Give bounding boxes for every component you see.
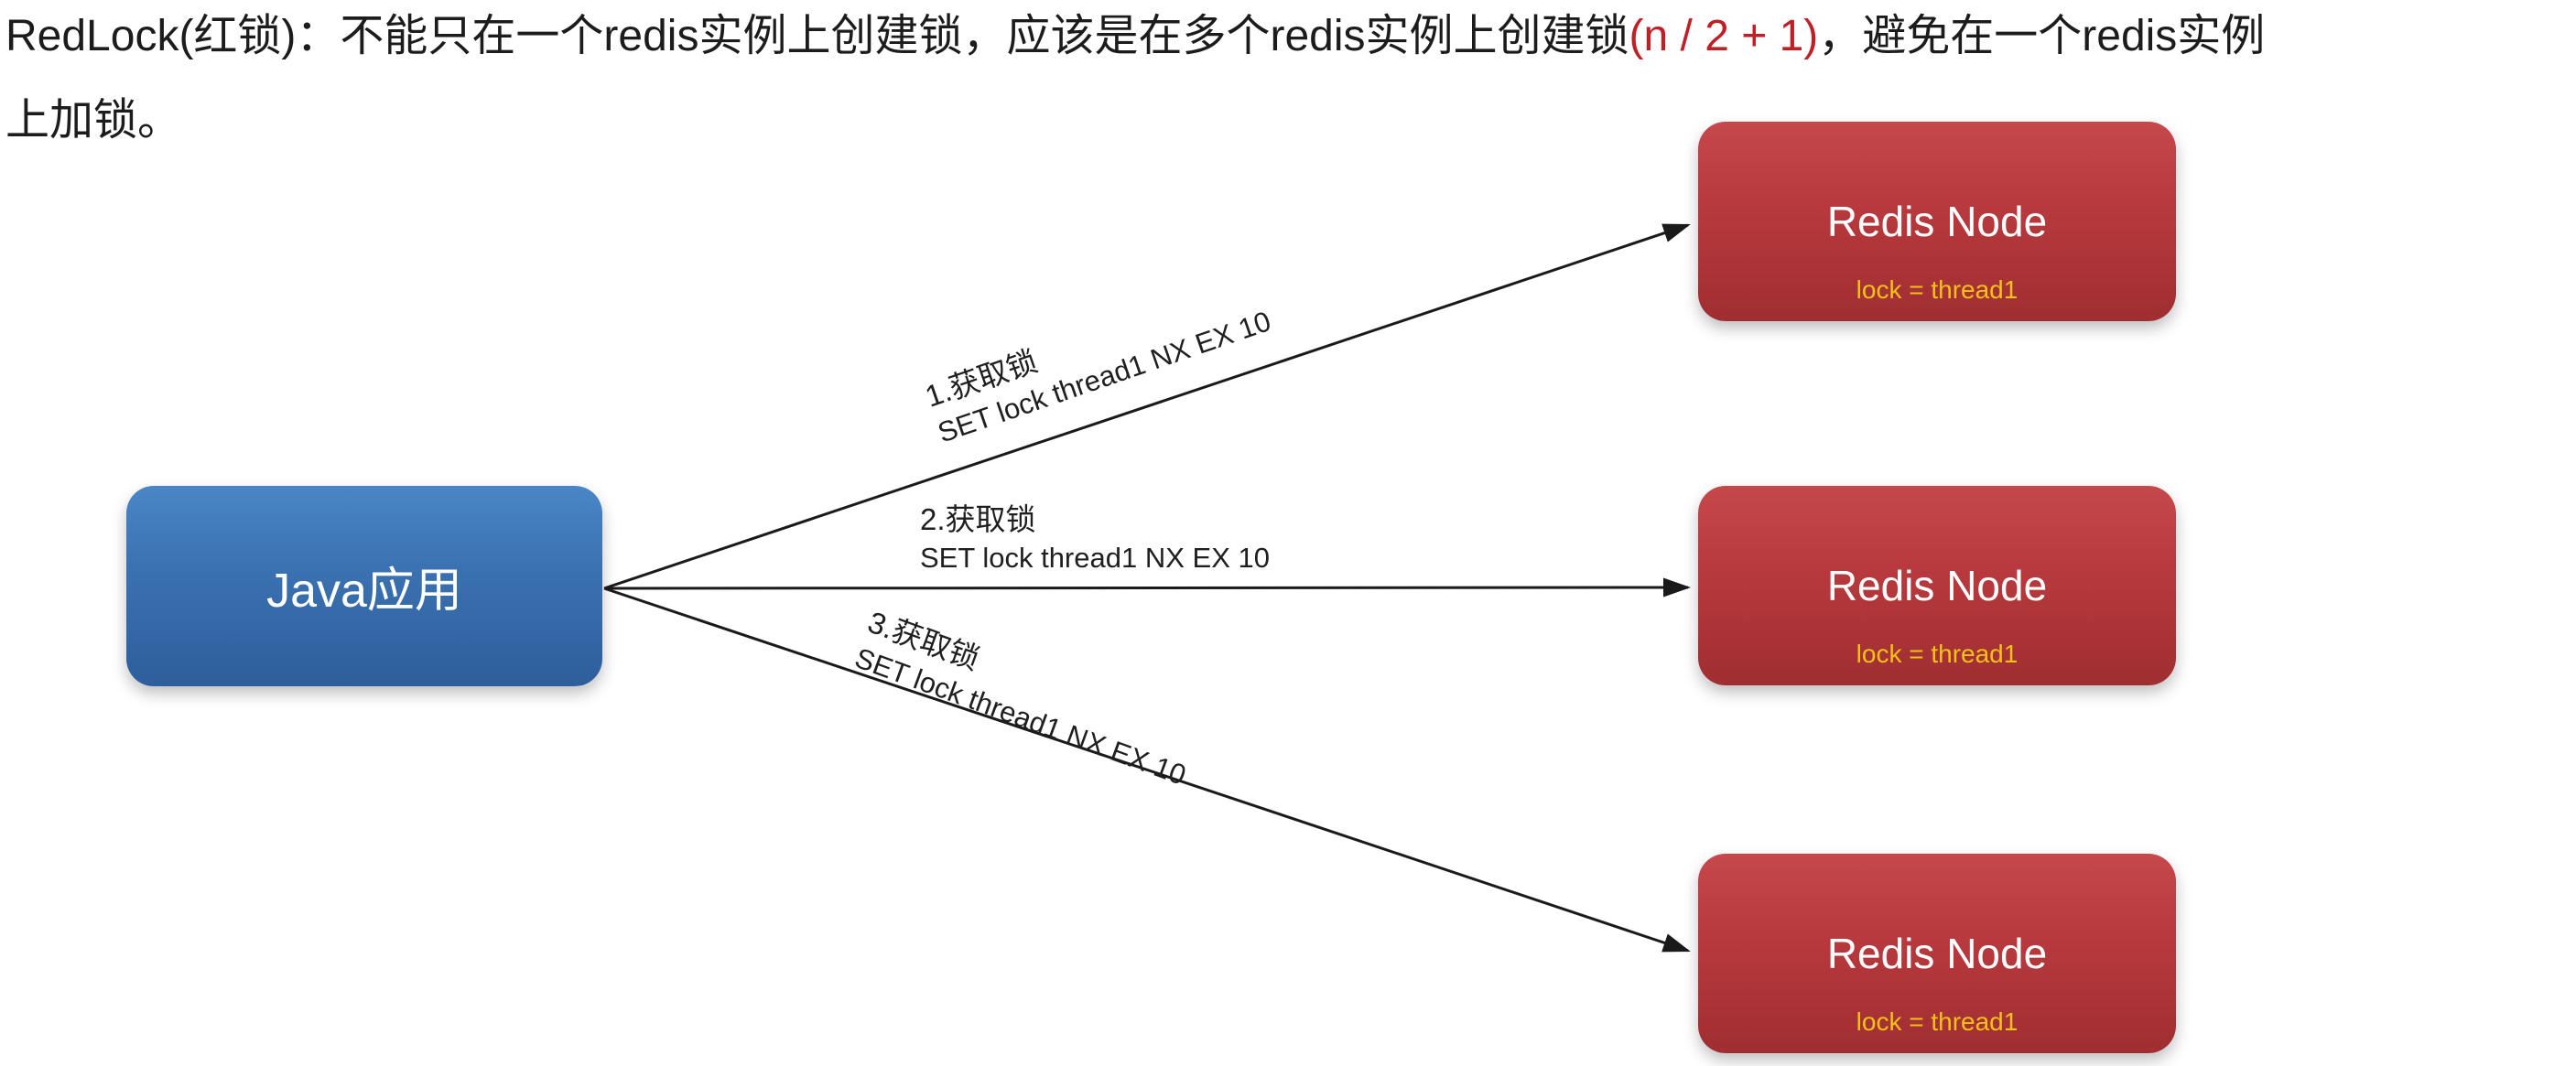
redis-node-2: Redis Node lock = thread1 <box>1698 486 2176 685</box>
heading-highlight: (n / 2 + 1) <box>1629 12 1819 60</box>
redis-node-1-lock-value: lock = thread1 <box>1856 275 2019 304</box>
arrow-2-command: SET lock thread1 NX EX 10 <box>920 542 1270 574</box>
arrow-2-step: 2.获取锁 <box>920 502 1036 536</box>
redis-node-3-title: Redis Node <box>1826 930 2048 977</box>
redis-node-3-lock-value: lock = thread1 <box>1856 1007 2019 1036</box>
redis-node-2-title: Redis Node <box>1826 562 2048 609</box>
redis-node-3: Redis Node lock = thread1 <box>1698 854 2176 1053</box>
arrow-2-line <box>603 577 1691 598</box>
redis-node-1: Redis Node lock = thread1 <box>1698 122 2176 321</box>
heading-line-2: 上加锁。 <box>5 96 182 145</box>
heading-text-before: RedLock(红锁)：不能只在一个redis实例上创建锁，应该是在多个redi… <box>5 12 1629 60</box>
redis-node-2-lock-value: lock = thread1 <box>1856 640 2019 668</box>
arrow-1-line <box>603 223 1691 590</box>
redis-node-1-title: Redis Node <box>1826 198 2048 245</box>
heading: RedLock(红锁)：不能只在一个redis实例上创建锁，应该是在多个redi… <box>5 0 2265 163</box>
arrow-label-2: 2.获取锁 SET lock thread1 NX EX 10 <box>920 500 1270 576</box>
arrow-3-line <box>603 587 1691 953</box>
java-app-label: Java应用 <box>266 565 462 618</box>
heading-text-after: ，避免在一个redis实例 <box>1818 12 2266 60</box>
java-app-node: Java应用 <box>126 486 602 686</box>
heading-line-1: RedLock(红锁)：不能只在一个redis实例上创建锁，应该是在多个redi… <box>5 0 2265 79</box>
